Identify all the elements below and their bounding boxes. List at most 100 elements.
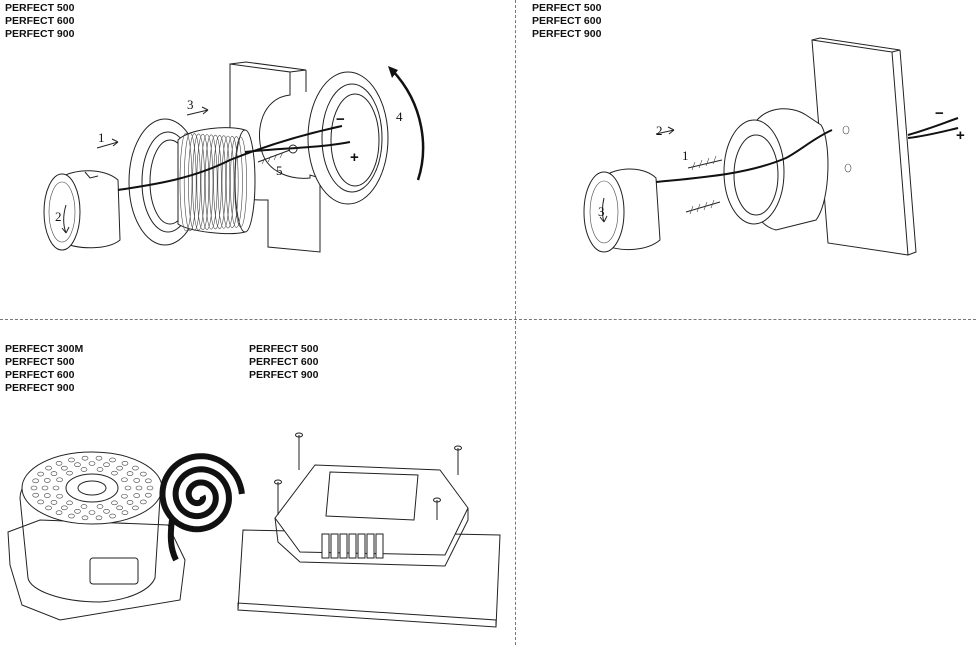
grille-hole [44,493,51,498]
grille-hole [116,465,123,471]
terminal [321,533,330,559]
speaker-wire [655,129,833,183]
grille-hole [52,485,60,491]
grille-hole [96,504,104,509]
step-number: 1 [682,148,689,163]
grille-hole [103,509,110,514]
threaded-housing [177,127,256,235]
grille-hole [140,499,147,505]
grille-hole [68,457,75,463]
speaker-wire [244,141,351,153]
model-name: PERFECT 600 [532,15,602,27]
step-number: 2 [55,209,62,224]
model-name: PERFECT 900 [5,28,75,40]
grille-hole [56,493,63,499]
grille-hole [95,455,103,461]
grille [30,455,154,521]
grille-hole [145,492,152,498]
grille-hole [121,510,129,515]
minus-sign: − [336,111,345,128]
step-number: 4 [396,109,403,124]
screw [433,497,441,520]
model-name: PERFECT 500 [249,343,319,355]
screw [295,432,303,470]
components-diagram [7,432,501,628]
grille-hole [74,509,81,514]
grille-hole [111,470,118,476]
terminal [357,533,366,559]
grille-hole [68,513,75,519]
grille-hole [55,510,63,515]
model-name: PERFECT 900 [5,382,75,394]
terminal-block [321,533,384,559]
grille-hole [109,457,116,463]
panel-empty [516,320,976,645]
speaker-wire [117,125,343,191]
model-list: PERFECT 500 PERFECT 600 PERFECT 900 [249,343,318,382]
plus-sign: + [956,127,965,144]
step-number: 3 [187,97,194,112]
terminal [339,533,348,559]
arrow [655,129,675,135]
surface-mount-diagram: 1 2 3 − + [583,37,965,256]
grille-hole [121,493,128,499]
terminal [330,533,339,559]
grille-hole [116,505,123,511]
grille-hole [56,477,63,483]
grille-hole [133,478,140,483]
model-name: PERFECT 600 [5,15,75,27]
arrow [186,109,209,116]
model-name: PERFECT 500 [532,2,602,14]
step-number: 5 [276,163,283,178]
grille-hole [61,465,68,471]
grille-hole [135,485,143,491]
grille-hole [126,471,134,476]
model-list: PERFECT 300M PERFECT 500 PERFECT 600 PER… [5,343,83,395]
grille-hole [32,492,39,498]
grille-hole [133,493,140,498]
terminal [348,533,357,559]
speaker-pod [583,168,661,253]
screw [454,445,462,475]
terminal [375,533,384,559]
model-name: PERFECT 900 [532,28,602,40]
horizontal-dashed-divider [0,319,976,320]
grille-hole [45,465,52,471]
screw [685,199,721,215]
grille-hole [74,462,81,467]
step-number: 1 [98,130,105,145]
grille-hole [132,505,139,511]
grille-hole [80,504,88,509]
wall-panel [811,37,917,256]
speaker-wire [907,117,959,136]
grille-hole [80,467,88,472]
grille-hole [50,471,58,476]
grille-hole [45,505,52,511]
grille-hole [37,471,44,477]
grille-hole [145,478,152,484]
grille-hole [124,485,132,491]
grille-hole [44,478,51,483]
grille-hole [32,478,39,484]
grille-hole [81,455,89,461]
grille-hole [66,470,73,476]
grille-hole [41,485,49,491]
spiral-cable-icon [159,453,245,562]
model-name: PERFECT 300M [5,343,84,355]
model-name: PERFECT 500 [5,2,75,14]
grille-hole [146,485,154,491]
step-number: 2 [656,123,663,138]
arrow [96,141,119,149]
surface-housing [723,108,829,231]
grille-hole [30,485,38,491]
grille-hole [103,462,110,467]
grille-hole [95,515,103,521]
rotate-arrow [63,204,67,234]
flush-mount-diagram: 1 2 3 4 5 − + [43,61,425,253]
screw [257,144,298,165]
screw [274,479,282,515]
model-name: PERFECT 600 [249,356,319,368]
locking-nut [307,71,389,205]
panel-flush-mount: PERFECT 500 PERFECT 600 PERFECT 900 [0,0,516,320]
panel-surface-mount: PERFECT 500 PERFECT 600 PERFECT 900 [516,0,976,320]
